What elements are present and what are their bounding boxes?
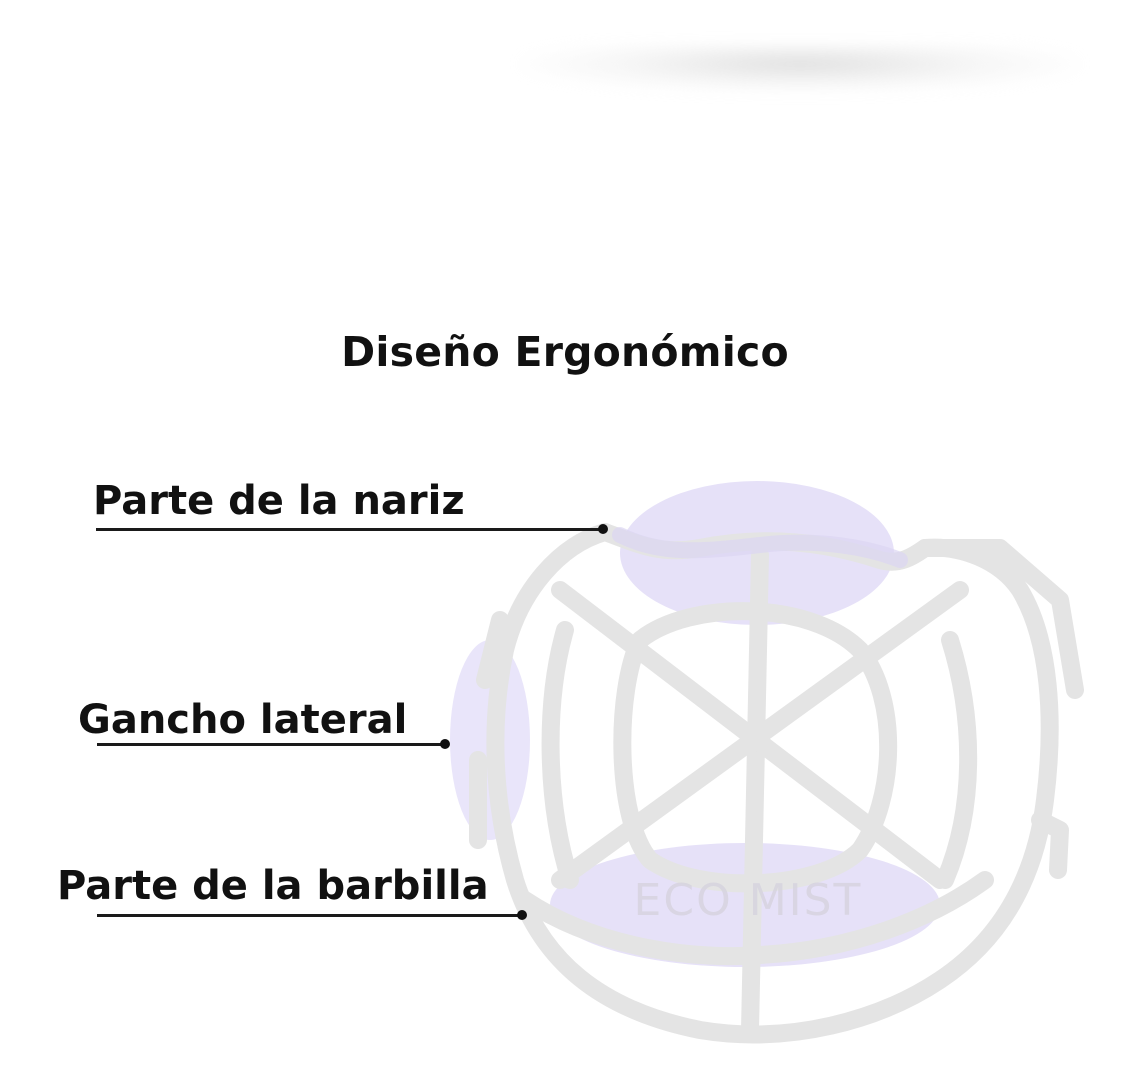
bracket-frame: [469, 523, 1084, 1044]
leader-line-chin: [97, 914, 523, 917]
label-nose-part: Parte de la nariz: [93, 478, 465, 524]
leader-line-side-hook: [97, 743, 445, 746]
leader-dot-nose: [598, 524, 608, 534]
label-side-hook: Gancho lateral: [78, 697, 408, 743]
leader-dot-side-hook: [440, 739, 450, 749]
top-shadow-decoration: [520, 45, 1080, 93]
leader-dot-chin: [517, 910, 527, 920]
label-chin-part: Parte de la barbilla: [57, 863, 489, 909]
diagram-title: Diseño Ergonómico: [341, 328, 789, 376]
leader-line-nose: [96, 528, 604, 531]
watermark: ECO MIST: [634, 875, 863, 926]
